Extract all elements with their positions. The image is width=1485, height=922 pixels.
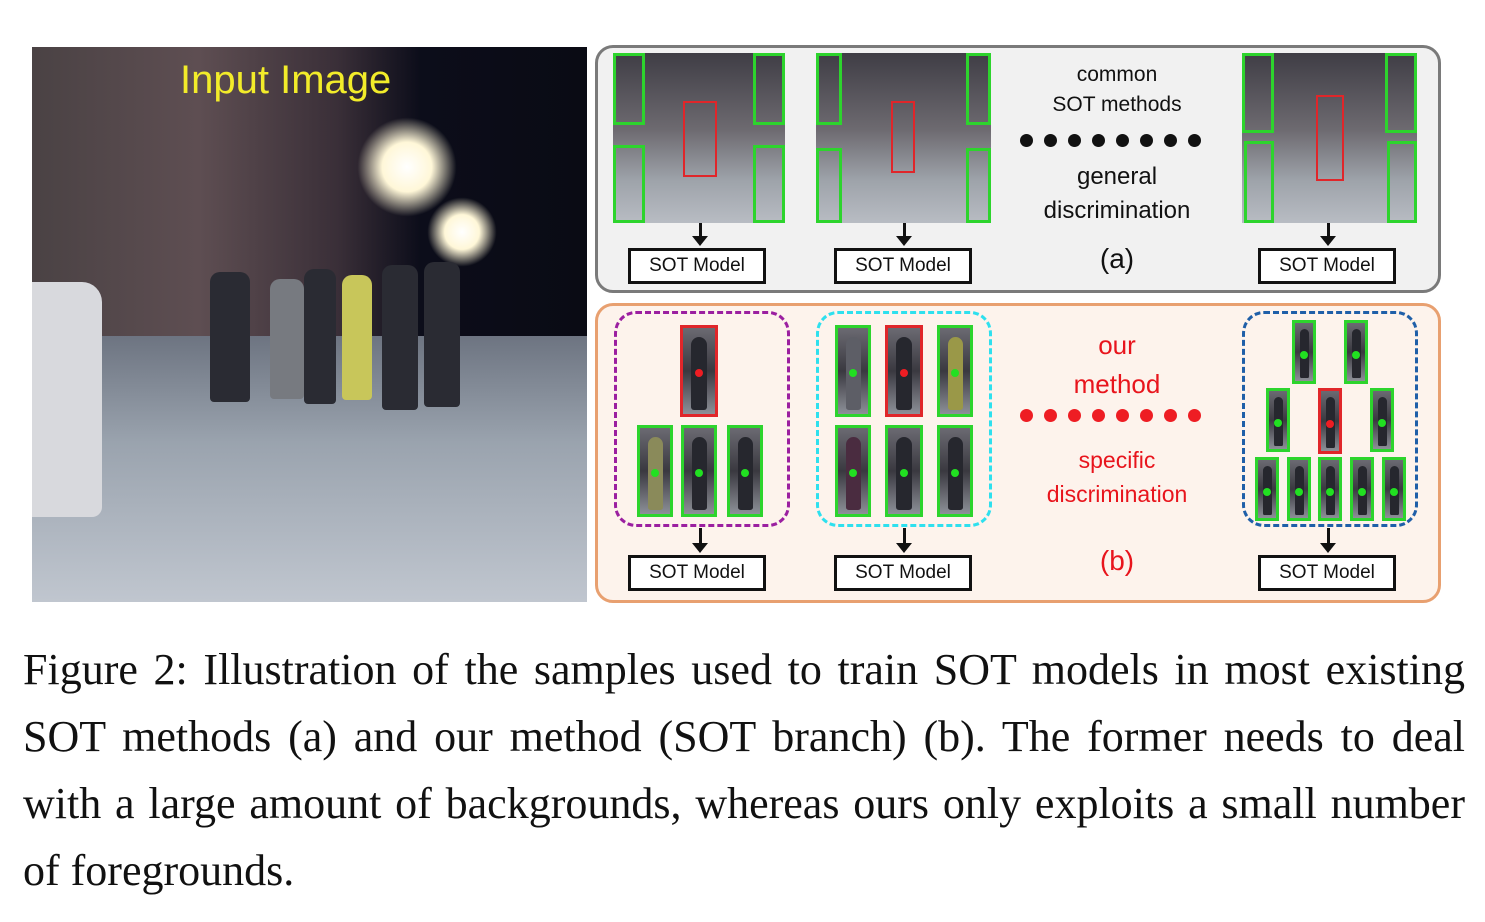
- figure-caption: Figure 2: Illustration of the samples us…: [23, 645, 1465, 895]
- street-light: [427, 197, 497, 267]
- foreground-crop: [1255, 457, 1279, 521]
- foreground-crop: [1266, 388, 1290, 452]
- sot-model-box: SOT Model: [834, 248, 972, 284]
- pedestrian: [304, 269, 336, 404]
- pedestrian: [342, 275, 372, 400]
- foreground-crop: [1287, 457, 1311, 521]
- video-frame: [613, 53, 785, 223]
- foreground-crop: [1350, 457, 1374, 521]
- background-sample-box: [613, 145, 645, 223]
- target-crop: [885, 325, 923, 417]
- panel-b-discrimination-label: specific discrimination: [1046, 447, 1188, 507]
- target-box: [683, 101, 717, 177]
- down-arrow-icon: [896, 543, 912, 553]
- panel-a-method-label: common SOT methods: [1052, 63, 1182, 116]
- down-arrow-icon: [903, 223, 906, 237]
- foreground-crop: [1382, 457, 1406, 521]
- foreground-crop: [885, 425, 923, 517]
- background-sample-box: [1387, 141, 1417, 223]
- background-sample-box: [753, 145, 785, 223]
- background-sample-box: [816, 53, 842, 125]
- foreground-crop: [937, 325, 973, 417]
- down-arrow-icon: [692, 543, 708, 553]
- pedestrian: [270, 279, 304, 399]
- sot-model-box: SOT Model: [628, 555, 766, 591]
- parked-van: [32, 282, 102, 517]
- foreground-crop: [1292, 320, 1316, 384]
- target-crop: [1318, 388, 1342, 454]
- sot-model-box: SOT Model: [1258, 248, 1396, 284]
- down-arrow-icon: [896, 236, 912, 246]
- background-sample-box: [966, 53, 991, 125]
- foreground-crop: [681, 425, 717, 517]
- input-image-title: Input Image: [180, 58, 392, 102]
- background-sample-box: [1385, 53, 1417, 133]
- target-box: [891, 101, 915, 173]
- down-arrow-icon: [903, 528, 906, 544]
- foreground-crop: [1370, 388, 1394, 452]
- input-image-photo: [32, 47, 587, 602]
- foreground-crop: [727, 425, 763, 517]
- down-arrow-icon: [692, 236, 708, 246]
- video-frame: [1242, 53, 1417, 223]
- sot-model-box: SOT Model: [1258, 555, 1396, 591]
- down-arrow-icon: [699, 223, 702, 237]
- foreground-crop: [1318, 457, 1342, 521]
- down-arrow-icon: [699, 528, 702, 544]
- target-crop: [680, 325, 718, 417]
- foreground-crop: [1344, 320, 1368, 384]
- sot-model-box: SOT Model: [628, 248, 766, 284]
- sample-group-purple: [614, 311, 790, 527]
- pedestrian: [382, 265, 418, 410]
- background-sample-box: [753, 53, 785, 125]
- panel-b-label: (b): [1099, 545, 1135, 576]
- sot-model-box: SOT Model: [834, 555, 972, 591]
- foreground-crop: [835, 425, 871, 517]
- panel-b-method-label: our method: [1073, 330, 1161, 399]
- background-sample-box: [613, 53, 645, 125]
- target-box: [1316, 95, 1344, 181]
- sample-group-cyan: [816, 311, 992, 527]
- background-sample-box: [1242, 53, 1274, 133]
- down-arrow-icon: [1320, 236, 1336, 246]
- background-sample-box: [1244, 141, 1274, 223]
- panel-a-label: (a): [1099, 243, 1135, 274]
- sample-group-blue: [1242, 311, 1418, 527]
- foreground-crop: [835, 325, 871, 417]
- panel-a-discrimination-label: general discrimination: [1043, 163, 1191, 224]
- down-arrow-icon: [1327, 528, 1330, 544]
- foreground-crop: [637, 425, 673, 517]
- pedestrian: [210, 272, 250, 402]
- down-arrow-icon: [1320, 543, 1336, 553]
- video-frame: [816, 53, 991, 223]
- background-sample-box: [816, 148, 842, 223]
- foreground-crop: [937, 425, 973, 517]
- pedestrian: [424, 262, 460, 407]
- down-arrow-icon: [1327, 223, 1330, 237]
- street-light: [357, 117, 457, 217]
- background-sample-box: [966, 148, 991, 223]
